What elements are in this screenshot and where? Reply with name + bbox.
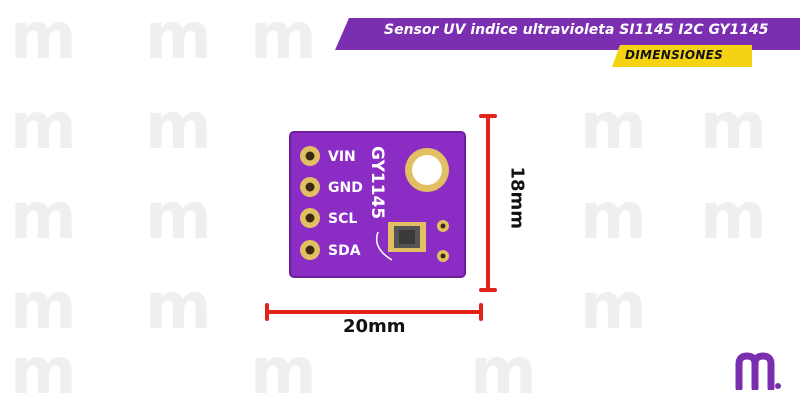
pin-label-sda: SDA — [328, 243, 361, 259]
pin-label-scl: SCL — [328, 211, 357, 227]
sensor-chip — [388, 222, 426, 252]
board-illustration: VIN GND SCL SDA GY1145 — [265, 114, 497, 321]
pin-label-vin: VIN — [328, 149, 356, 165]
page-title: Sensor UV indice ultravioleta SI1145 I2C… — [384, 22, 769, 38]
width-dimension-line — [265, 303, 483, 321]
board-model-label: GY1145 — [367, 146, 387, 219]
brand-m-logo-icon — [735, 352, 781, 390]
subtitle-banner — [612, 45, 752, 67]
title-banner — [335, 18, 800, 50]
height-dimension-line — [479, 114, 497, 292]
width-dimension-label: 20mm — [343, 316, 406, 337]
pin-label-gnd: GND — [328, 180, 363, 196]
height-dimension-label: 18mm — [506, 166, 528, 230]
pin-pads — [300, 146, 320, 260]
page-subtitle: DIMENSIONES — [625, 48, 724, 62]
